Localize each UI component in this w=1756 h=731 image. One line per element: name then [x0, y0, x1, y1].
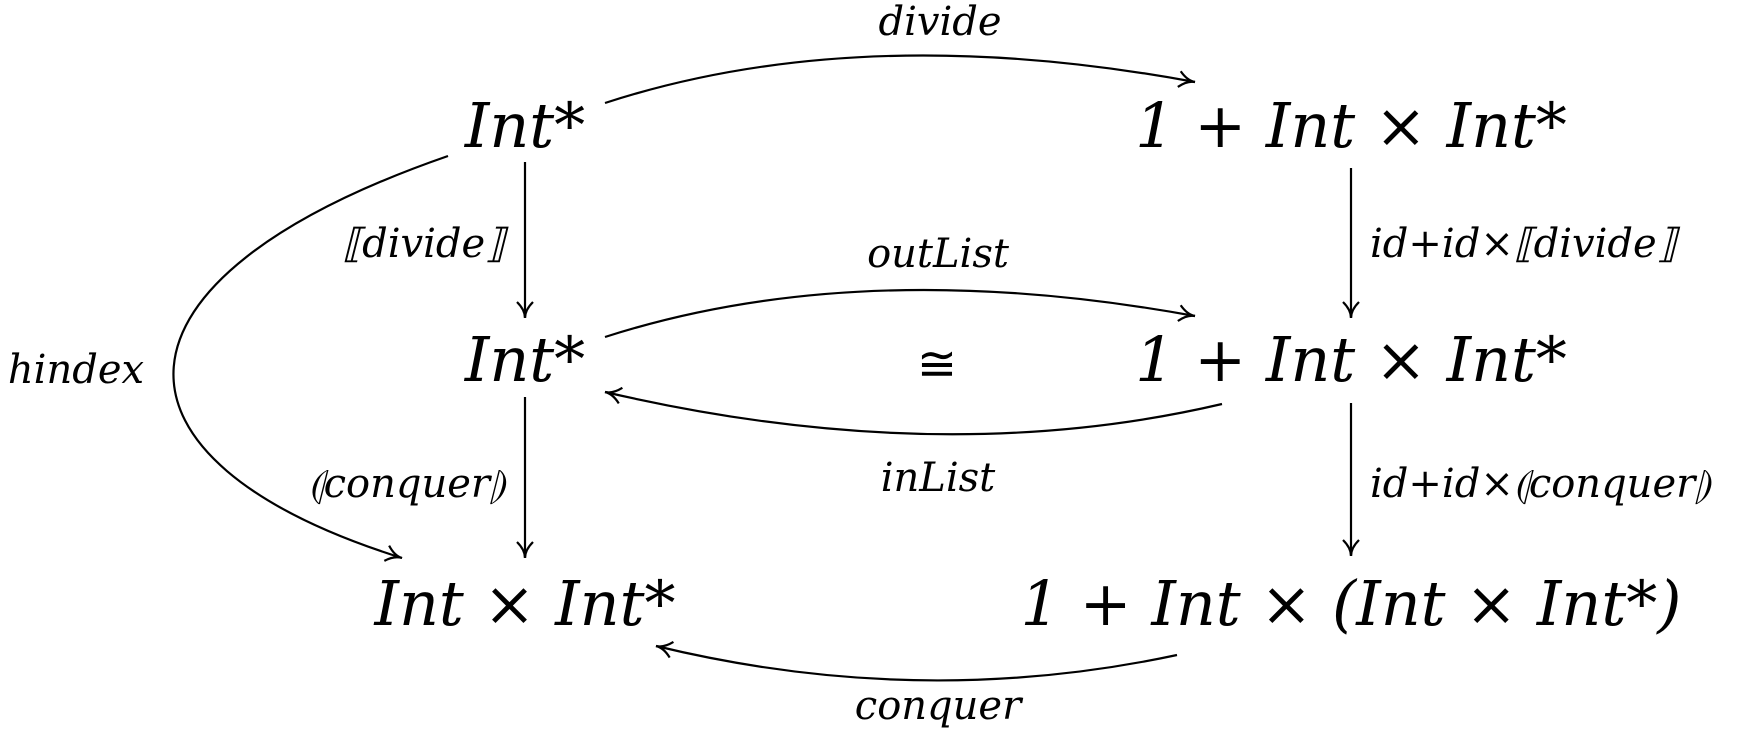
- node-sum-top: 1 + Int × Int*: [1135, 89, 1567, 162]
- label-out-list: outList: [867, 231, 1009, 277]
- label-ana-divide: ⟦divide⟧: [342, 221, 505, 267]
- node-int-star-top: Int*: [464, 89, 586, 162]
- label-in-list: inList: [880, 455, 996, 501]
- label-iso: ≅: [916, 336, 958, 392]
- label-fmap-divide: id+id×⟦divide⟧: [1370, 221, 1677, 267]
- arrow-in-list: [604, 386, 1223, 436]
- node-sum-bot: 1 + Int × (Int × Int*): [1020, 567, 1682, 640]
- label-divide: divide: [878, 0, 1002, 45]
- label-cata-conquer: ⦇conquer⦈: [308, 461, 505, 507]
- arrow-divide: [604, 54, 1196, 105]
- node-int-star-mid: Int*: [464, 323, 586, 396]
- label-fmap-conquer: id+id×⦇conquer⦈: [1370, 461, 1711, 507]
- label-conquer: conquer: [854, 683, 1022, 729]
- node-sum-mid: 1 + Int × Int*: [1135, 323, 1567, 396]
- label-hindex: hindex: [7, 347, 145, 393]
- arrow-hindex: [172, 154, 449, 562]
- arrow-conquer: [655, 641, 1178, 682]
- node-product-bot: Int × Int*: [374, 567, 676, 640]
- arrow-out-list: [604, 288, 1196, 339]
